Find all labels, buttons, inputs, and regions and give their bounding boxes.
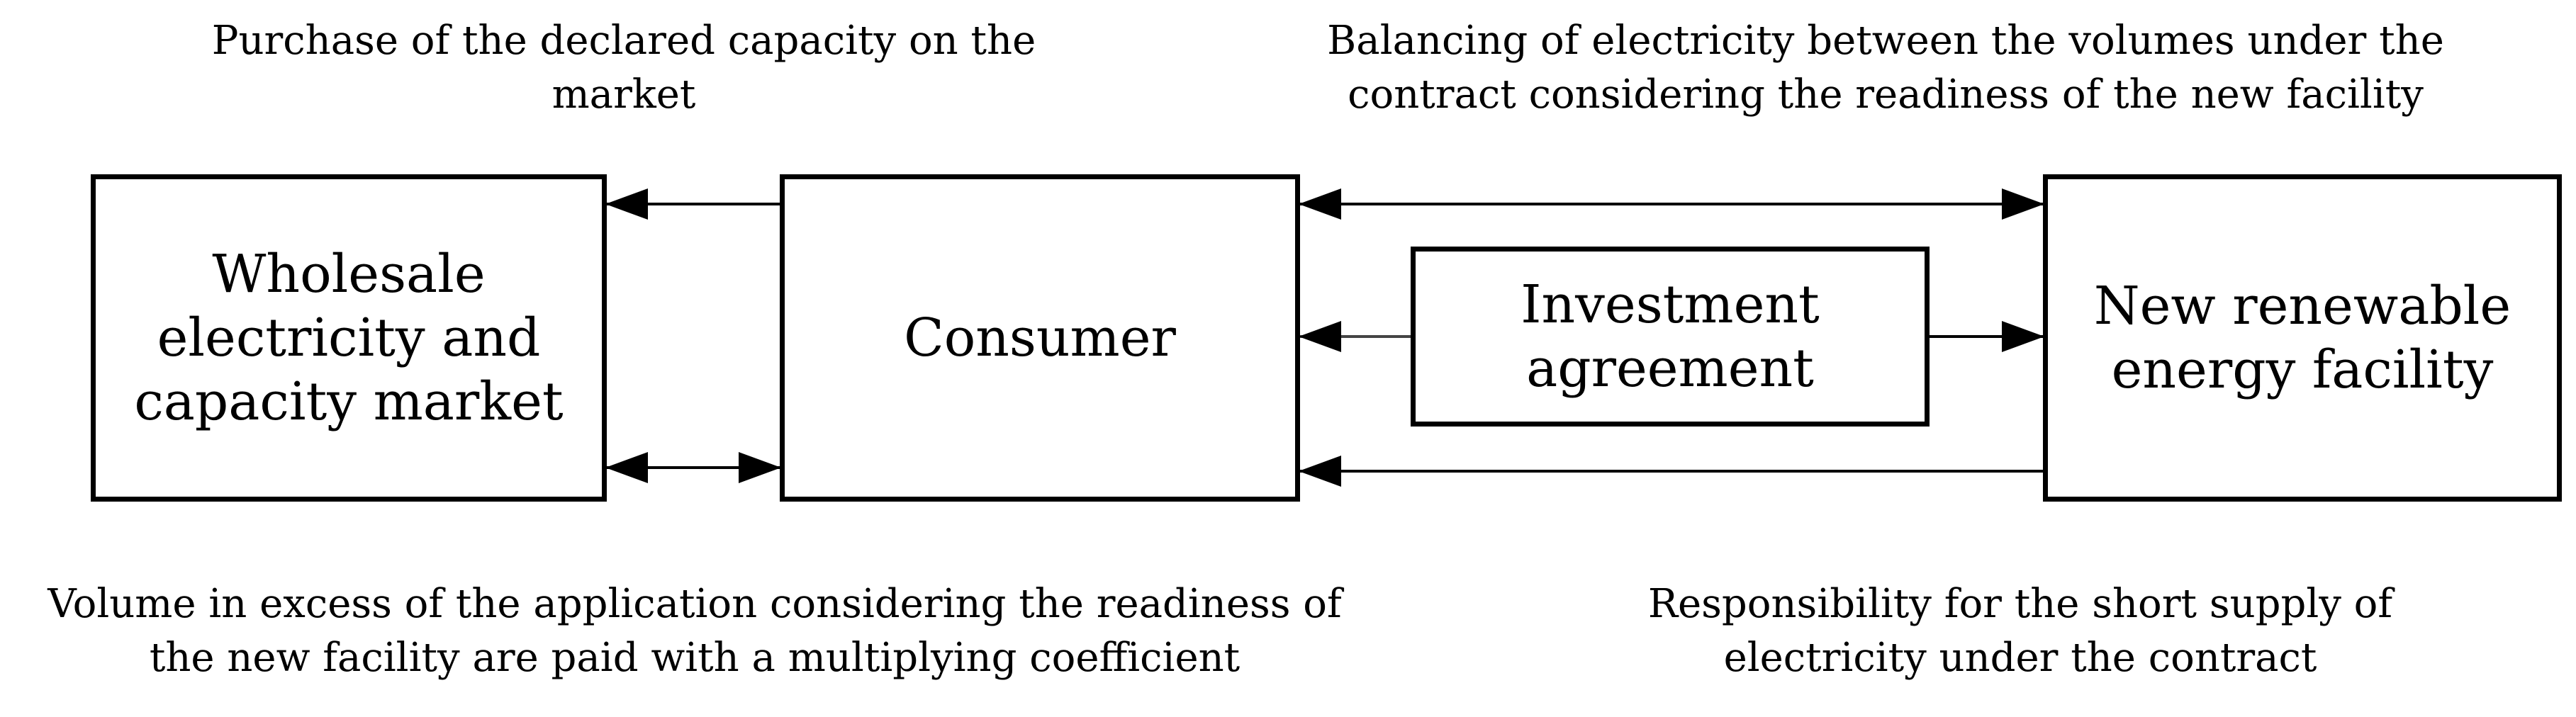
- caption-line: Responsibility for the short supply of: [1647, 581, 2393, 627]
- box-label-line: New renewable: [2093, 276, 2511, 337]
- box-label-line: capacity market: [134, 371, 564, 432]
- caption-line: Volume in excess of the application cons…: [47, 581, 1342, 627]
- box-label: Wholesale electricity and capacity marke…: [134, 242, 563, 434]
- caption-line: electricity under the contract: [1723, 635, 2317, 681]
- box-consumer: Consumer: [780, 174, 1300, 502]
- caption-balancing-electricity: Balancing of electricity between the vol…: [1248, 14, 2524, 122]
- box-label-line: energy facility: [2111, 339, 2494, 400]
- caption-purchase-declared-capacity: Purchase of the declared capacity on the…: [128, 14, 1120, 122]
- caption-line: the new facility are paid with a multipl…: [149, 635, 1241, 681]
- caption-line: market: [551, 72, 696, 118]
- caption-line: contract considering the readiness of th…: [1348, 72, 2424, 118]
- box-label-line: agreement: [1526, 338, 1814, 399]
- caption-line: Purchase of the declared capacity on the: [211, 18, 1036, 64]
- box-label: Investment agreement: [1521, 273, 1820, 400]
- box-label-line: Consumer: [904, 307, 1176, 368]
- box-label-line: electricity and: [157, 307, 541, 368]
- box-label-line: Wholesale: [212, 244, 486, 305]
- box-label-line: Investment: [1521, 274, 1820, 335]
- box-label: Consumer: [904, 306, 1176, 370]
- box-wholesale-market: Wholesale electricity and capacity marke…: [91, 174, 607, 502]
- caption-responsibility-short-supply: Responsibility for the short supply of e…: [1545, 577, 2495, 685]
- caption-line: Balancing of electricity between the vol…: [1327, 18, 2444, 64]
- box-label: New renewable energy facility: [2094, 274, 2511, 402]
- box-investment-agreement: Investment agreement: [1411, 247, 1930, 427]
- caption-volume-in-excess: Volume in excess of the application cons…: [0, 577, 1389, 685]
- box-renewable-facility: New renewable energy facility: [2043, 174, 2562, 502]
